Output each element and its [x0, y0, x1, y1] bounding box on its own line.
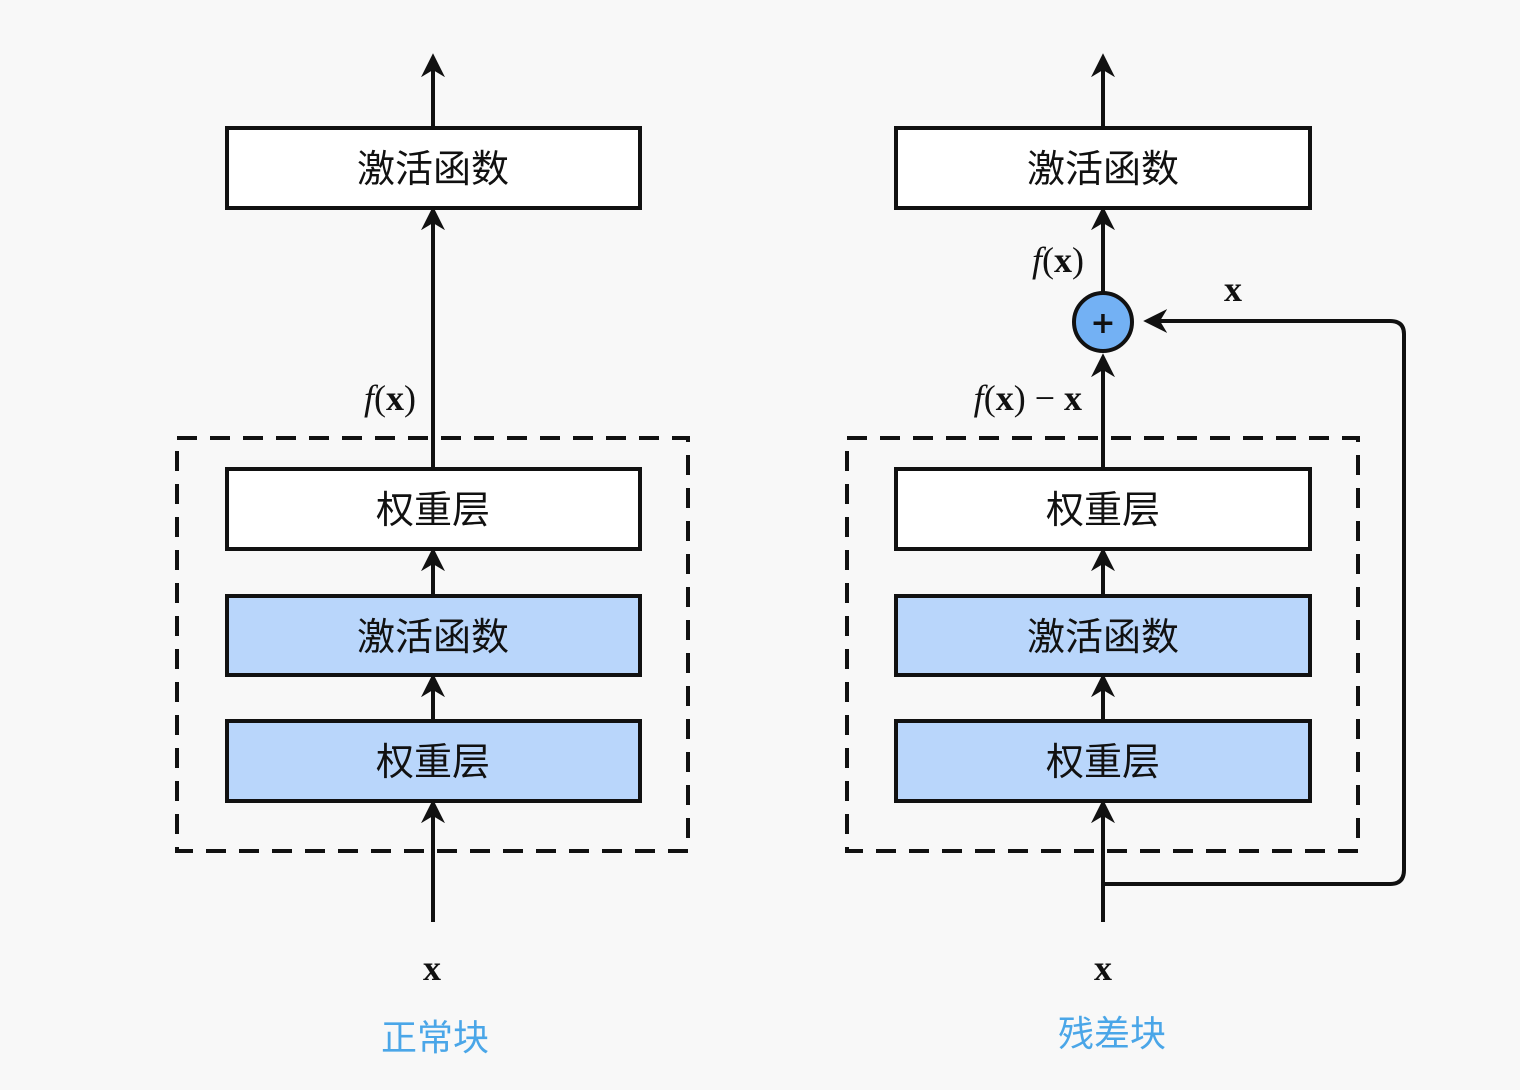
residual-skip-connection: [1103, 309, 1406, 886]
residual-fx-open: (: [1042, 240, 1054, 280]
residual-input-label: x: [1094, 948, 1112, 988]
residual-block: 激活函数 + 权重层 激活函数 权重层 f(x) x f(x) − x x 残差…: [845, 53, 1406, 1055]
normal-top-weight-box: [225, 467, 642, 551]
normal-fx-open: (: [374, 378, 386, 418]
residual-middle-activation-label: 激活函数: [1027, 615, 1179, 659]
residual-plus-node: [1072, 291, 1134, 353]
residual-fx-label: f(x): [1032, 240, 1084, 280]
normal-block: 激活函数 权重层 激活函数 权重层 f(x) x 正常块: [175, 53, 690, 1059]
normal-bottom-weight-box: [225, 719, 642, 803]
normal-middle-activation-label: 激活函数: [357, 615, 509, 659]
residual-middle-activation-box: [894, 594, 1312, 677]
normal-fx-label: f(x): [364, 378, 416, 418]
residual-output-box: [894, 126, 1312, 210]
normal-top-weight-label: 权重层: [376, 488, 490, 532]
residual-caption: 残差块: [1058, 1014, 1166, 1055]
normal-middle-activation-box: [225, 594, 642, 677]
normal-fx-x: x: [386, 378, 404, 418]
residual-skip-label: x: [1224, 269, 1242, 309]
residual-diff-minus: −: [1026, 378, 1064, 418]
normal-caption: 正常块: [381, 1018, 489, 1059]
residual-top-weight-box: [894, 467, 1312, 551]
residual-diff-open: (: [984, 378, 996, 418]
residual-diff-label: f(x) − x: [974, 378, 1082, 418]
residual-top-weight-label: 权重层: [1046, 488, 1160, 532]
residual-fx-close: ): [1072, 240, 1084, 280]
normal-fx-close: ): [404, 378, 416, 418]
residual-diff-close: ): [1014, 378, 1026, 418]
residual-diff-x: x: [996, 378, 1014, 418]
residual-fx-x: x: [1054, 240, 1072, 280]
residual-diff-x2: x: [1064, 378, 1082, 418]
normal-input-label: x: [423, 948, 441, 988]
residual-bottom-weight-label: 权重层: [1046, 740, 1160, 784]
plus-icon: +: [1090, 306, 1115, 341]
normal-output-box-label: 激活函数: [357, 147, 509, 191]
residual-bottom-weight-box: [894, 719, 1312, 803]
normal-bottom-weight-label: 权重层: [376, 740, 490, 784]
normal-output-box: [225, 126, 642, 210]
residual-output-box-label: 激活函数: [1027, 147, 1179, 191]
